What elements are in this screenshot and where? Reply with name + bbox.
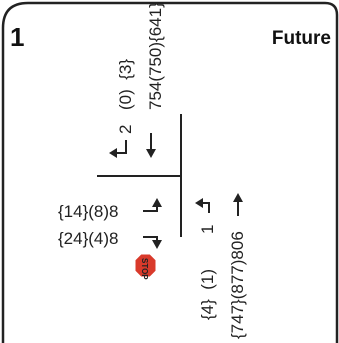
south-right-count: 1: [198, 225, 217, 234]
south-volumes-label: {747}(877)806: [228, 231, 247, 339]
south-right-turn-arrow: [195, 198, 210, 213]
north-lanes-label: (0) {3}: [116, 59, 135, 110]
stop-sign-icon: STOP: [134, 253, 157, 280]
west-left-volumes: {24}(4)8: [58, 229, 119, 248]
west-left-turn-arrow: [143, 236, 162, 249]
north-left-count: 2: [116, 125, 135, 134]
south-through-arrow: [233, 193, 243, 216]
west-through-volumes: {14}(8)8: [58, 202, 119, 221]
panel-title: Future: [272, 28, 331, 49]
west-through-right-arrow: [143, 198, 162, 212]
stop-sign-text: STOP: [140, 258, 149, 280]
north-left-turn-arrow: [109, 140, 127, 158]
north-through-arrow: [146, 133, 156, 158]
south-lanes-label: {4} (1): [198, 269, 217, 320]
panel-number: 1: [10, 22, 24, 52]
north-volumes-label: 754(750){641}: [146, 2, 165, 110]
